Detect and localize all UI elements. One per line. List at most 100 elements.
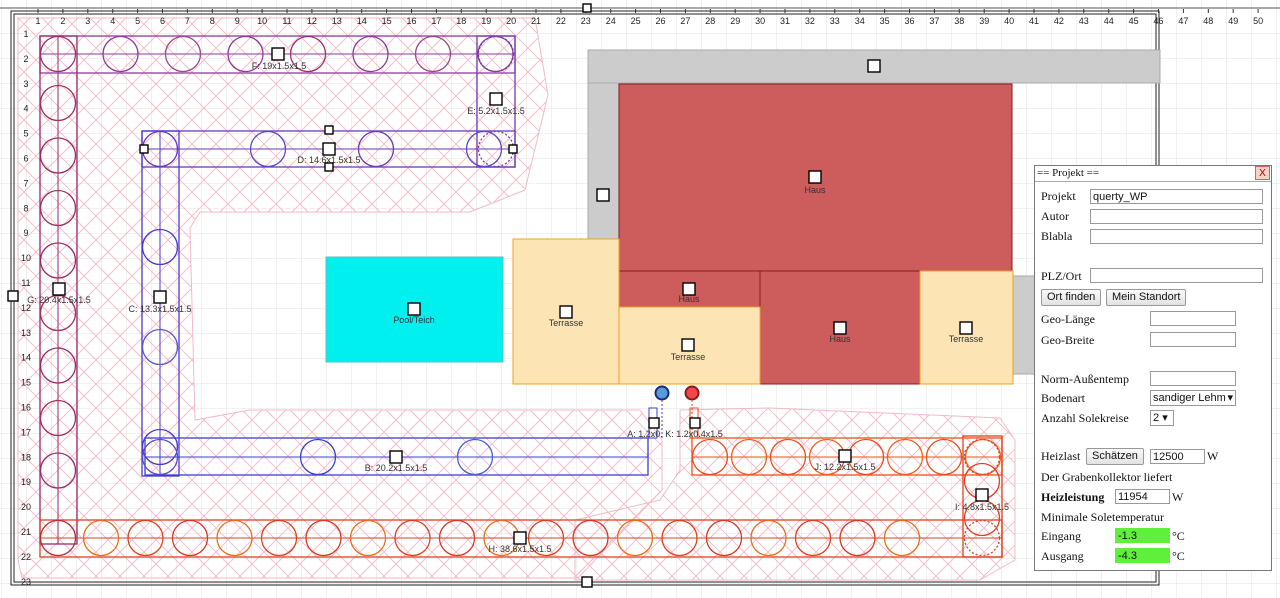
- ruler-left-tick: 4: [23, 104, 28, 114]
- ruler-top-tick: 25: [631, 16, 641, 26]
- pipe-loop: [289, 35, 327, 73]
- connector-return-icon[interactable]: [684, 385, 700, 401]
- drag-handle-icon[interactable]: [975, 488, 989, 502]
- drag-handle-icon[interactable]: [689, 417, 701, 429]
- ruler-left-tick: 13: [21, 328, 31, 338]
- ruler-top-tick: 36: [904, 16, 914, 26]
- drag-handle-icon[interactable]: [153, 290, 167, 304]
- blabla-input[interactable]: [1090, 229, 1263, 244]
- ruler-left-tick: 5: [23, 129, 28, 139]
- eingang-unit: °C: [1172, 529, 1185, 543]
- pipe-loop: [141, 228, 179, 266]
- panel-titlebar[interactable]: == Projekt == X: [1035, 166, 1271, 182]
- drag-handle-icon[interactable]: [581, 576, 593, 588]
- collector-F-label: F: 19x1.5x1.5: [252, 61, 307, 71]
- ruler-top-tick: 42: [1054, 16, 1064, 26]
- ruler-top-tick: 38: [954, 16, 964, 26]
- ruler-top-tick: 37: [929, 16, 939, 26]
- pipe-loop: [925, 438, 963, 476]
- norm-aussentemp-input[interactable]: [1150, 371, 1236, 386]
- drag-handle-icon[interactable]: [838, 449, 852, 463]
- eingang-output: -1.3: [1115, 528, 1170, 543]
- ruler-top-tick: 5: [135, 16, 140, 26]
- solekreise-select[interactable]: 2 ▾: [1150, 410, 1174, 426]
- geo-breite-input[interactable]: [1150, 332, 1236, 347]
- collector-I-frame[interactable]: [962, 435, 1003, 558]
- ort-finden-button[interactable]: Ort finden: [1041, 289, 1102, 306]
- pipe-loop: [661, 519, 698, 557]
- autor-input[interactable]: [1090, 209, 1263, 224]
- pipe-loop: [39, 452, 77, 489]
- drag-handle-icon[interactable]: [582, 3, 592, 13]
- dropdown-arrow-icon: ▾: [1162, 412, 1168, 424]
- drag-handle-icon[interactable]: [681, 338, 695, 352]
- pipe-loop: [127, 519, 164, 557]
- ruler-top-tick: 2: [60, 16, 65, 26]
- ruler-top-tick: 31: [780, 16, 790, 26]
- bodenart-select[interactable]: sandiger Lehm ▾: [1150, 390, 1236, 406]
- drag-handle-icon[interactable]: [867, 59, 881, 73]
- pipe-loop: [616, 519, 654, 557]
- schaetzen-button[interactable]: Schätzen: [1086, 448, 1144, 465]
- drag-handle-icon[interactable]: [808, 170, 822, 184]
- drag-handle-icon[interactable]: [513, 531, 527, 545]
- drag-handle-icon[interactable]: [324, 125, 334, 135]
- ruler-left-tick: 6: [23, 154, 28, 164]
- ruler-left-tick: 23: [21, 577, 31, 587]
- heizlast-input[interactable]: 12500: [1150, 449, 1205, 464]
- collector-B-label: B: 20.2x1.5x1.5: [365, 463, 428, 473]
- ruler-left-tick: 21: [21, 527, 31, 537]
- ruler-top-tick: 3: [85, 16, 90, 26]
- drag-handle-icon[interactable]: [139, 144, 149, 154]
- min-soletemp-text: Minimale Soletemperatur: [1041, 510, 1164, 524]
- drag-handle-icon[interactable]: [322, 142, 336, 156]
- collector-D-label: D: 14.6x1.5x1.5: [297, 155, 360, 165]
- ruler-top-tick: 49: [1228, 16, 1238, 26]
- mein-standort-button[interactable]: Mein Standort: [1106, 289, 1187, 306]
- drag-handle-icon[interactable]: [489, 92, 503, 106]
- dropdown-arrow-icon: ▾: [1227, 392, 1233, 404]
- panel-title: == Projekt ==: [1037, 167, 1100, 179]
- drag-handle-icon[interactable]: [648, 417, 660, 429]
- grey-strip-left: [587, 82, 620, 240]
- ruler-top-tick: 18: [456, 16, 466, 26]
- pipe-loop: [39, 137, 77, 174]
- pipe-loop: [769, 438, 807, 476]
- drag-handles[interactable]: [7, 3, 989, 588]
- ruler-top-tick: 6: [160, 16, 165, 26]
- projekt-input[interactable]: querty_WP: [1090, 189, 1263, 204]
- drag-handle-icon[interactable]: [271, 47, 285, 61]
- heizlast-label: Heizlast: [1041, 449, 1081, 463]
- drag-handle-icon[interactable]: [596, 188, 610, 202]
- drag-handle-icon[interactable]: [52, 282, 66, 296]
- plz-ort-input[interactable]: [1090, 268, 1263, 283]
- pipe-loop: [39, 347, 77, 384]
- panel-close-button[interactable]: X: [1255, 166, 1270, 180]
- geo-laenge-input[interactable]: [1150, 311, 1236, 326]
- collector-E-label: E: 5.2x1.5x1.5: [467, 106, 525, 116]
- connector-supply-icon[interactable]: [654, 385, 670, 401]
- drag-handle-icon[interactable]: [389, 450, 403, 464]
- drag-handle-icon[interactable]: [559, 305, 573, 319]
- drag-handle-icon[interactable]: [7, 290, 19, 302]
- ruler-top-tick: 40: [1004, 16, 1014, 26]
- pipe-loop: [249, 130, 287, 168]
- solekreise-value: 2: [1153, 412, 1160, 424]
- pipe-loop: [527, 519, 565, 557]
- pool-label: Pool/Teich: [393, 315, 435, 325]
- pipe-loop: [141, 328, 179, 366]
- drag-handle-icon[interactable]: [833, 321, 847, 335]
- ruler-left-tick: 12: [21, 303, 31, 313]
- ruler-top-tick: 11: [282, 16, 291, 26]
- drag-handle-icon[interactable]: [959, 321, 973, 335]
- pipe-loop: [964, 438, 1002, 476]
- pipe-loop: [216, 519, 253, 557]
- pipe-loop: [164, 35, 202, 73]
- drag-handle-icon[interactable]: [324, 162, 334, 172]
- ruler-top-tick: 50: [1253, 16, 1263, 26]
- terrace-middle[interactable]: [618, 306, 761, 385]
- drag-handle-icon[interactable]: [682, 282, 696, 296]
- drag-handle-icon[interactable]: [407, 302, 421, 316]
- drag-handle-icon[interactable]: [508, 144, 518, 154]
- ruler-top-tick: 48: [1203, 16, 1213, 26]
